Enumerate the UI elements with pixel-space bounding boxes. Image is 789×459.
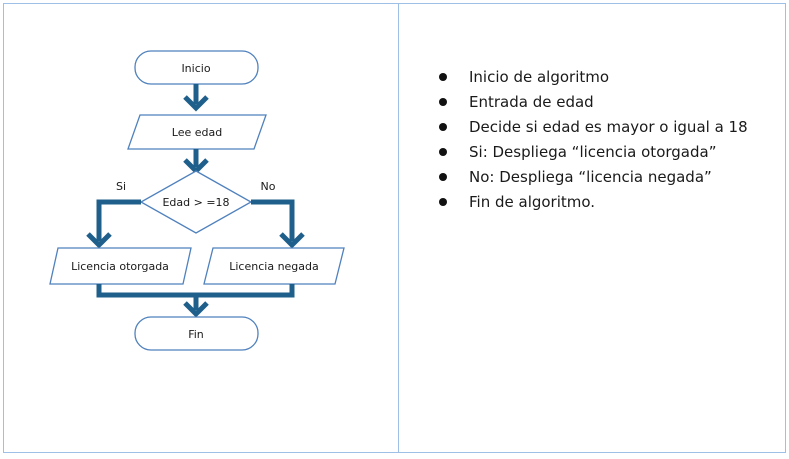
- bullet-icon: [439, 148, 447, 156]
- arrow-decision-to-yes: [86, 199, 141, 249]
- output-no-label: Licencia negada: [229, 260, 319, 273]
- flowchart: Inicio Lee edad Edad > =18 Si No: [49, 50, 345, 351]
- description-cell: Inicio de algoritmo Entrada de edad Deci…: [399, 4, 785, 452]
- list-item: Fin de algoritmo.: [435, 190, 748, 215]
- list-item: Decide si edad es mayor o igual a 18: [435, 115, 748, 140]
- arrow-input-to-decision: [183, 149, 209, 175]
- arrow-decision-to-no: [251, 199, 305, 249]
- description-list: Inicio de algoritmo Entrada de edad Deci…: [435, 65, 748, 215]
- end-terminator: [134, 316, 259, 351]
- bullet-icon: [439, 198, 447, 206]
- input-label: Lee edad: [172, 126, 222, 139]
- yes-branch-label: Si: [116, 180, 126, 193]
- list-item-text: Fin de algoritmo.: [469, 193, 596, 211]
- list-item: No: Despliega “licencia negada”: [435, 165, 748, 190]
- output-yes-label: Licencia otorgada: [71, 260, 169, 273]
- content-table: Inicio Lee edad Edad > =18 Si No: [3, 3, 786, 453]
- input-parallelogram: [127, 114, 267, 150]
- flowchart-cell: Inicio Lee edad Edad > =18 Si No: [4, 4, 398, 452]
- arrow-start-to-input: [183, 84, 209, 112]
- no-branch-label: No: [261, 180, 276, 193]
- output-yes-parallelogram: [49, 247, 192, 285]
- column-divider: [398, 4, 399, 452]
- bullet-icon: [439, 98, 447, 106]
- list-item-text: Entrada de edad: [469, 93, 594, 111]
- bullet-icon: [439, 73, 447, 81]
- list-item-text: Si: Despliega “licencia otorgada”: [469, 143, 717, 161]
- list-item: Inicio de algoritmo: [435, 65, 748, 90]
- output-no-parallelogram: [203, 247, 345, 285]
- list-item-text: Inicio de algoritmo: [469, 68, 610, 86]
- bullet-icon: [439, 123, 447, 131]
- list-item-text: Decide si edad es mayor o igual a 18: [469, 118, 748, 136]
- merge-connector: [96, 284, 295, 318]
- list-item: Si: Despliega “licencia otorgada”: [435, 140, 748, 165]
- start-label: Inicio: [181, 62, 210, 75]
- decision-diamond: [139, 170, 253, 234]
- list-item-text: No: Despliega “licencia negada”: [469, 168, 712, 186]
- list-item: Entrada de edad: [435, 90, 748, 115]
- end-label: Fin: [188, 328, 204, 341]
- bullet-icon: [439, 173, 447, 181]
- decision-label: Edad > =18: [162, 196, 229, 209]
